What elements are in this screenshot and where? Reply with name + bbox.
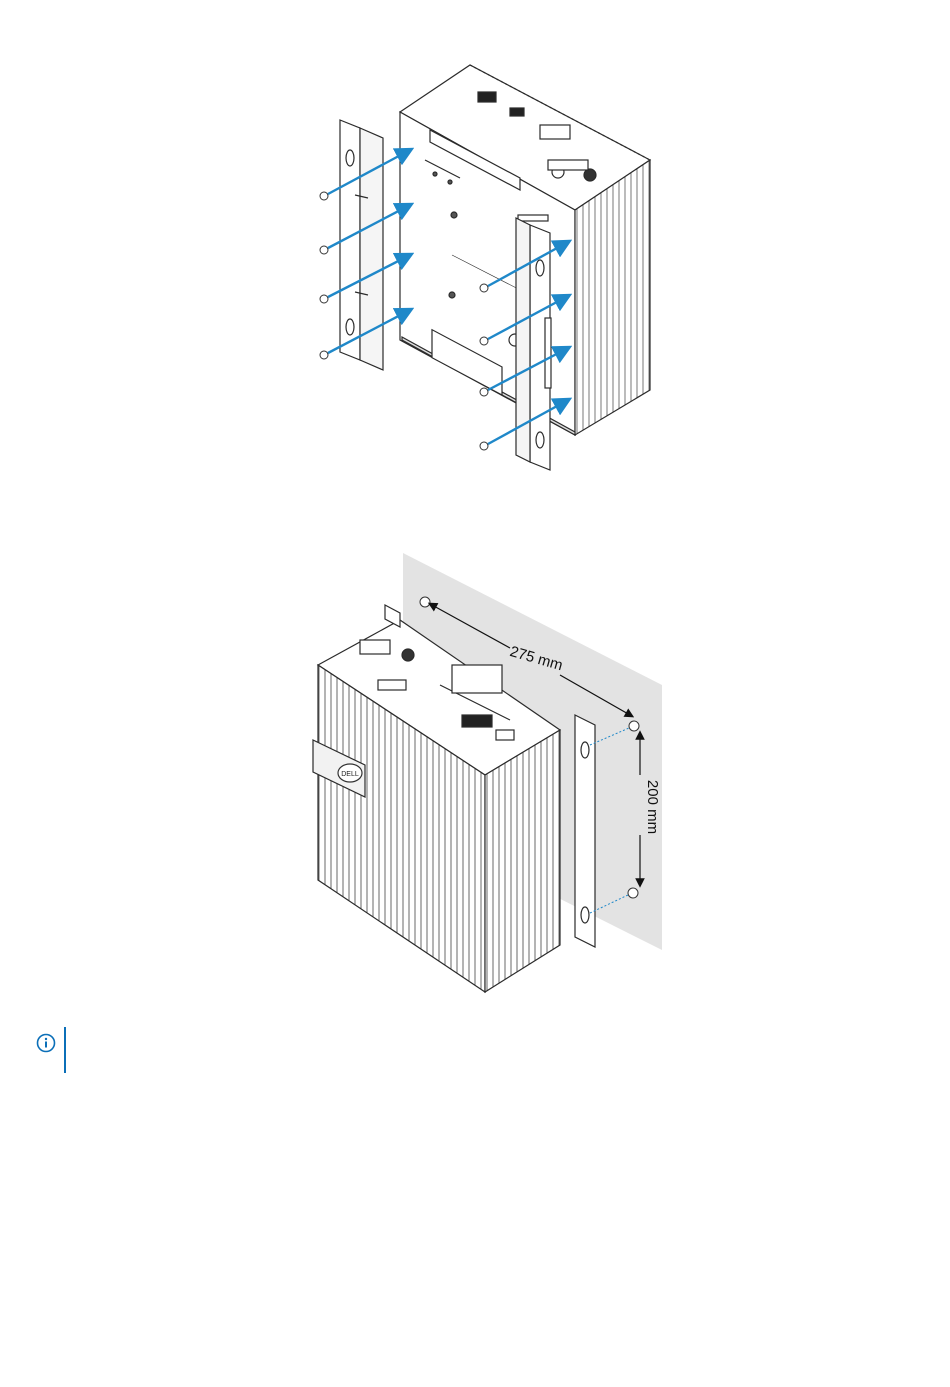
left-bracket: [340, 120, 383, 370]
wall-mount-illustration: DELL 275 mm 200 mm: [0, 545, 950, 1005]
note-callout: [36, 1027, 636, 1073]
note-divider: [64, 1027, 66, 1073]
dell-logo: DELL: [341, 771, 359, 778]
dimension-200-label: 200 mm: [644, 780, 661, 834]
wall-mount-dimension-figure: DELL 275 mm 200 mm: [0, 545, 950, 1010]
bracket-installation-figure: [0, 50, 950, 485]
right-bracket: [516, 218, 551, 470]
bracket-installation-illustration: [0, 50, 950, 480]
info-circle-icon: [36, 1033, 56, 1058]
